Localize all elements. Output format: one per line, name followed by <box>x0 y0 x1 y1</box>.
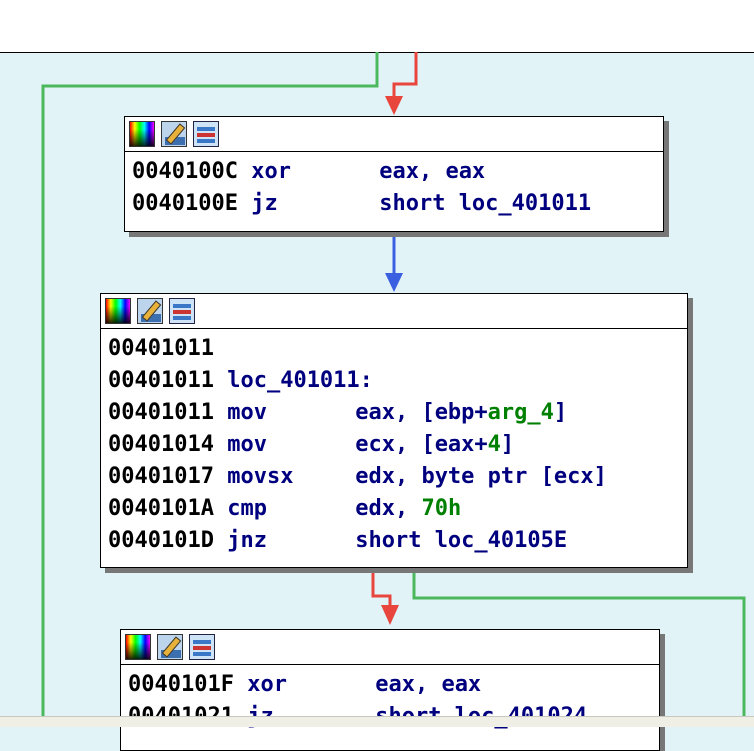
edge-green-left <box>41 52 379 726</box>
operands-end: ] <box>500 432 515 457</box>
mnemonic: cmp <box>227 496 267 521</box>
address: 0040101F <box>128 672 234 697</box>
address: 00401014 <box>108 432 214 457</box>
code-block-0040100C[interactable]: 0040100C xor eax, eax 0040100E jz short lo… <box>124 116 664 232</box>
asm-line[interactable]: 00401011 <box>108 333 681 365</box>
address: 00401011 <box>108 336 214 361</box>
mnemonic: movsx <box>227 464 294 489</box>
address: 00401011 <box>108 400 214 425</box>
status-bar <box>0 716 754 727</box>
asm-line[interactable]: 0040101F xor eax, eax <box>128 669 653 701</box>
block-header <box>121 630 659 665</box>
color-palette-icon[interactable] <box>105 298 131 324</box>
immediate: 70h <box>421 496 462 521</box>
operands: edx, byte ptr [ecx] <box>355 464 607 489</box>
address: 0040101A <box>108 496 214 521</box>
rename-pencil-icon[interactable] <box>161 121 187 147</box>
control-flow-edges <box>41 52 746 726</box>
address: 0040100E <box>132 191 238 216</box>
arrowhead-blue-node2 <box>385 273 403 292</box>
address: 0040101D <box>108 528 214 553</box>
mnemonic: jnz <box>227 528 267 553</box>
edge-red-to-node3 <box>371 568 392 607</box>
rename-pencil-icon[interactable] <box>137 298 163 324</box>
operands: ecx, [eax+ <box>355 432 488 457</box>
code-block-loc_401011[interactable]: 00401011 00401011 loc_401011: 00401011 m… <box>100 293 688 568</box>
mnemonic: mov <box>227 400 267 425</box>
operands[interactable]: short loc_40105E <box>355 528 568 553</box>
block-header <box>101 294 687 329</box>
mnemonic: mov <box>227 432 267 457</box>
graph-overview-icon[interactable] <box>189 634 215 660</box>
asm-line[interactable]: 00401011 loc_401011: <box>108 365 681 397</box>
address: 0040100C <box>132 159 238 184</box>
graph-overview-icon[interactable] <box>169 298 195 324</box>
rename-pencil-icon[interactable] <box>157 634 183 660</box>
asm-line[interactable]: 00401011 mov eax, [ebp+arg_4] <box>108 397 681 429</box>
edge-red-to-node1 <box>392 52 418 98</box>
graph-overview-icon[interactable] <box>193 121 219 147</box>
address: 00401011 <box>108 368 214 393</box>
operands: eax, eax <box>375 672 482 697</box>
mnemonic: jz <box>251 191 278 216</box>
asm-line[interactable]: 0040101A cmp edx, 70h <box>108 493 681 525</box>
stack-var[interactable]: arg_4 <box>487 400 554 425</box>
arrowhead-red-node1 <box>385 96 403 115</box>
address: 00401017 <box>108 464 214 489</box>
arrowhead-red-node3 <box>381 605 399 625</box>
asm-line[interactable]: 00401017 movsx edx, byte ptr [ecx] <box>108 461 681 493</box>
color-palette-icon[interactable] <box>125 634 151 660</box>
mnemonic: xor <box>247 672 287 697</box>
operands: edx, <box>355 496 422 521</box>
asm-line[interactable]: 0040100E jz short loc_401011 <box>132 188 657 220</box>
operands: short loc_401011 <box>379 191 592 216</box>
mnemonic: xor <box>251 159 291 184</box>
operands-end: ] <box>553 400 568 425</box>
color-palette-icon[interactable] <box>129 121 155 147</box>
immediate: 4 <box>487 432 501 457</box>
operands: eax, [ebp+ <box>355 400 488 425</box>
code-label[interactable]: loc_401011: <box>227 368 373 393</box>
edge-green-right <box>412 568 746 726</box>
asm-line[interactable]: 00401014 mov ecx, [eax+4] <box>108 429 681 461</box>
operands: eax, eax <box>379 159 486 184</box>
asm-line[interactable]: 0040101D jnz short loc_40105E <box>108 525 681 557</box>
asm-line[interactable]: 0040100C xor eax, eax <box>132 156 657 188</box>
block-header <box>125 117 663 152</box>
